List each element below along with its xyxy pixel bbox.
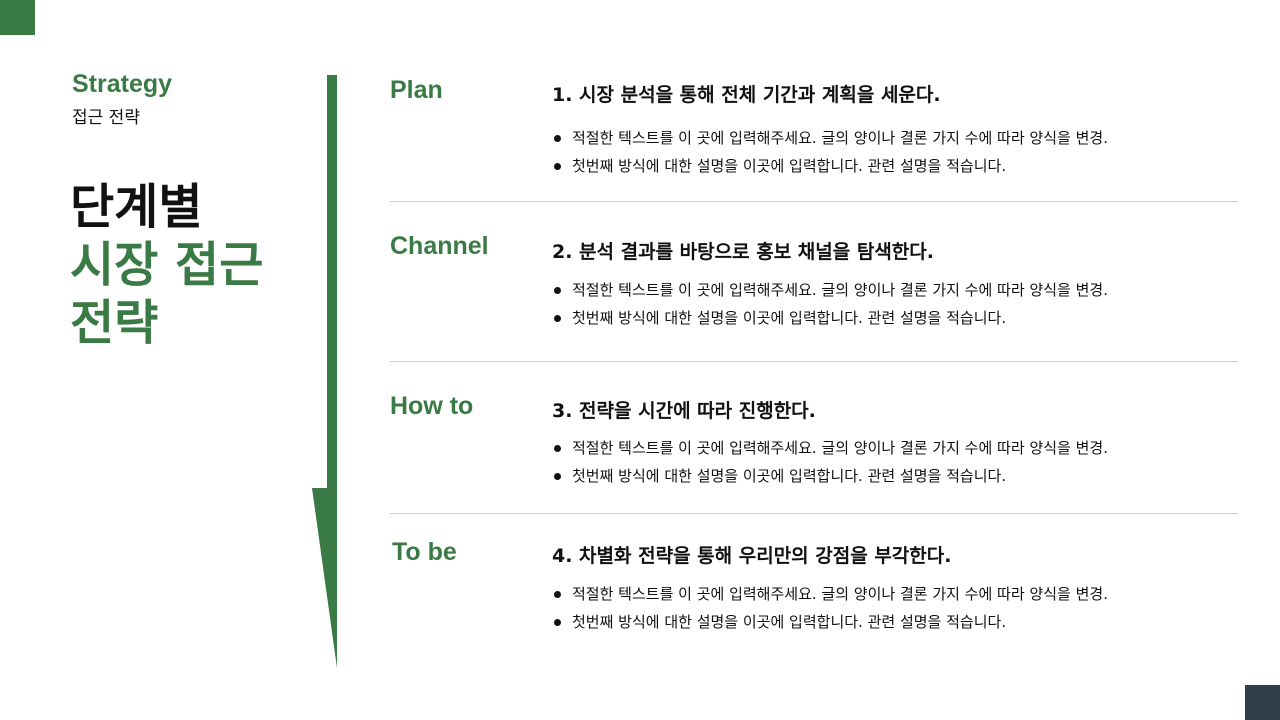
slide-title-line-2: 시장 접근 (70, 237, 264, 293)
section-eyebrow: Strategy (72, 70, 173, 98)
section-header: Strategy 접근 전략 (72, 70, 312, 128)
bullet-item: 적절한 텍스트를 이 곳에 입력해주세요. 글의 양이나 결론 가지 수에 따라… (552, 276, 1108, 304)
steps-list: Plan 1. 시장 분석을 통해 전체 기간과 계획을 세운다. 적절한 텍스… (390, 70, 1238, 645)
step-bullets: 적절한 텍스트를 이 곳에 입력해주세요. 글의 양이나 결론 가지 수에 따라… (552, 434, 1108, 490)
step-row-how-to: How to 3. 전략을 시간에 따라 진행한다. 적절한 텍스트를 이 곳에… (390, 362, 1238, 514)
bullet-item: 첫번째 방식에 대한 설명을 이곳에 입력합니다. 관련 설명을 적습니다. (552, 304, 1108, 332)
step-row-channel: Channel 2. 분석 결과를 바탕으로 홍보 채널을 탐색한다. 적절한 … (390, 202, 1238, 362)
step-row-to-be: To be 4. 차별화 전략을 통해 우리만의 강점을 부각한다. 적절한 텍… (390, 514, 1238, 645)
bullet-item: 적절한 텍스트를 이 곳에 입력해주세요. 글의 양이나 결론 가지 수에 따라… (552, 124, 1108, 152)
corner-accent-top-left (0, 0, 35, 35)
bullet-item: 첫번째 방식에 대한 설명을 이곳에 입력합니다. 관련 설명을 적습니다. (552, 608, 1108, 636)
step-title: 3. 전략을 시간에 따라 진행한다. (552, 400, 816, 422)
arrow-divider (312, 75, 337, 668)
bullet-item: 첫번째 방식에 대한 설명을 이곳에 입력합니다. 관련 설명을 적습니다. (552, 152, 1108, 180)
bullet-item: 첫번째 방식에 대한 설명을 이곳에 입력합니다. 관련 설명을 적습니다. (552, 462, 1108, 490)
step-bullets: 적절한 텍스트를 이 곳에 입력해주세요. 글의 양이나 결론 가지 수에 따라… (552, 276, 1108, 332)
bullet-item: 적절한 텍스트를 이 곳에 입력해주세요. 글의 양이나 결론 가지 수에 따라… (552, 434, 1108, 462)
slide-title-line-3: 전략 (70, 295, 159, 351)
step-title: 4. 차별화 전략을 통해 우리만의 강점을 부각한다. (552, 545, 952, 567)
section-eyebrow-subtitle: 접근 전략 (72, 108, 140, 128)
step-label: Plan (390, 76, 443, 104)
step-label: To be (392, 538, 457, 566)
bullet-item: 적절한 텍스트를 이 곳에 입력해주세요. 글의 양이나 결론 가지 수에 따라… (552, 580, 1108, 608)
step-label: Channel (390, 232, 489, 260)
step-title: 2. 분석 결과를 바탕으로 홍보 채널을 탐색한다. (552, 241, 934, 263)
step-bullets: 적절한 텍스트를 이 곳에 입력해주세요. 글의 양이나 결론 가지 수에 따라… (552, 124, 1108, 180)
slide-title: 단계별 시장 접근 전략 (70, 178, 263, 352)
step-bullets: 적절한 텍스트를 이 곳에 입력해주세요. 글의 양이나 결론 가지 수에 따라… (552, 580, 1108, 636)
step-title: 1. 시장 분석을 통해 전체 기간과 계획을 세운다. (552, 84, 941, 106)
corner-accent-bottom-right (1245, 685, 1280, 720)
step-row-plan: Plan 1. 시장 분석을 통해 전체 기간과 계획을 세운다. 적절한 텍스… (390, 70, 1238, 202)
slide-title-line-1: 단계별 (70, 179, 203, 235)
step-label: How to (390, 392, 474, 420)
